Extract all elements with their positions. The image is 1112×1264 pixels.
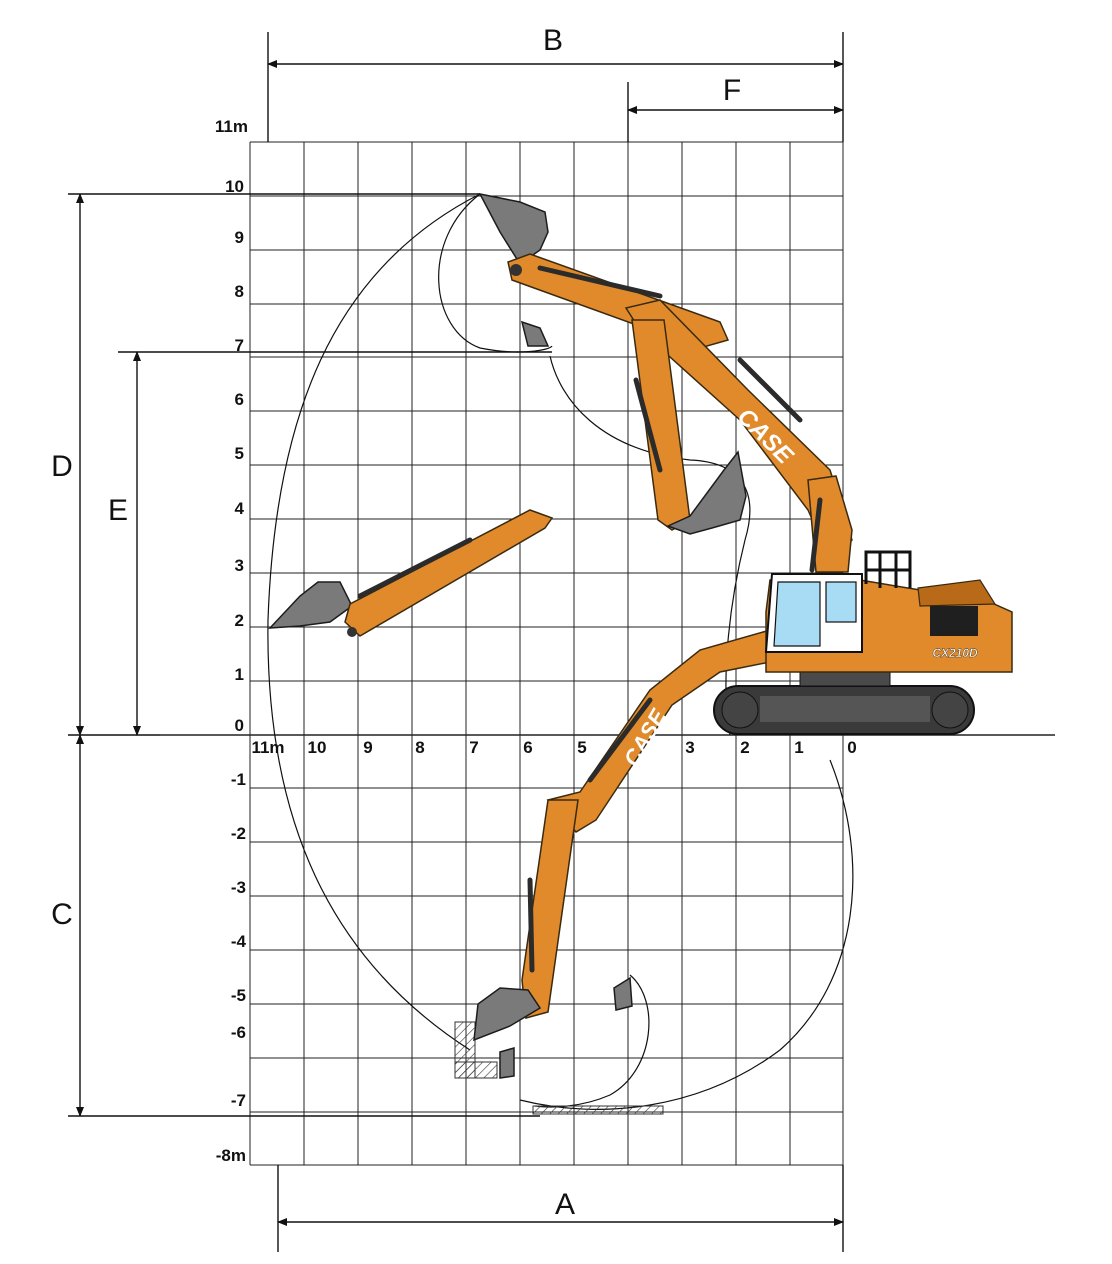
cylinder-low-1 [587,697,653,783]
x-tick-label: 8 [415,738,424,757]
stick-low [521,799,579,1019]
y-tick-label: 8 [235,282,244,301]
outer-envelope-curve [267,193,481,1051]
y-tick-label: -5 [231,986,246,1005]
bucket-high [478,192,549,266]
cylinder-low-2 [527,877,535,973]
cylinder-high-2 [737,357,803,423]
dimension-c-label: C [51,898,73,931]
handrail [864,550,912,588]
x-tick-label: 2 [740,738,749,757]
y-tick-bottom: -8m [216,1146,246,1165]
x-tick-label: 10 [308,738,327,757]
y-tick-label: 6 [235,390,244,409]
y-tick-label: -6 [231,1023,246,1042]
mid-reach-arm [520,319,747,535]
cylinder-mid [633,377,663,473]
y-tick-label: -4 [231,932,247,951]
bucket-mid [666,450,747,535]
inner-top-curve [438,193,553,353]
y-tick-top: 11m [215,117,248,136]
x-tick-label: 5 [577,738,586,757]
y-tick-label: 9 [235,228,244,247]
y-axis: 11m 10 9 8 7 6 5 4 3 2 1 0 -1 -2 -3 -4 -… [215,117,248,1165]
x-axis: 11m 10 9 8 7 6 5 4 3 2 1 0 [251,738,856,757]
bucket-small-wall [499,1047,515,1079]
bucket-low [473,987,542,1042]
y-tick-label: 5 [235,444,244,463]
x-tick-label: 0 [847,738,856,757]
dimension-f-label: F [723,74,741,107]
bucket-small-top [520,320,550,347]
bucket-small-low [613,976,633,1011]
y-tick-label: 3 [235,556,244,575]
x-tick-label: 11m [251,738,284,757]
high-reach-arm: CASE [478,192,853,562]
dimension-b-label: B [543,24,563,57]
y-tick-label: 0 [235,716,244,735]
bucket-far [268,581,353,629]
excavator-body: CX210D [713,475,1013,735]
y-tick-label: 10 [225,177,244,196]
engine-hood [917,579,997,607]
wall-base-hatch [454,1061,498,1079]
cab-window [773,581,821,647]
max-depth-level-hatch [532,1105,664,1115]
track-inner [760,696,930,722]
dimension-a-label: A [555,1188,575,1221]
stick-far [344,509,554,637]
y-tick-label: 7 [235,336,244,355]
model-badge [922,644,988,660]
pin-far [347,627,357,637]
dimension-d-label: D [51,450,73,483]
y-tick-label: -1 [231,770,246,789]
x-tick-label: 6 [523,738,532,757]
cylinder-high-1 [537,265,663,299]
boom-lift-cylinder [809,497,823,573]
x-tick-label: 7 [469,738,478,757]
y-tick-label: -3 [231,878,246,897]
dimension-e-label: E [108,494,128,527]
y-tick-label: -7 [231,1091,246,1110]
engine-grille [930,606,978,636]
far-reach-arm [268,509,554,637]
y-tick-label: 1 [235,665,244,684]
dimension-lines [68,32,844,1252]
y-tick-label: -2 [231,824,246,843]
x-tick-label: 3 [685,738,694,757]
model-label: CX210D [932,646,978,660]
x-tick-label: 9 [363,738,372,757]
track-idler-left [721,691,759,729]
dimension-labels: B F D E C A [51,24,741,1221]
track-sprocket-right [931,691,969,729]
y-tick-label: 4 [235,499,245,518]
x-tick-label: 1 [794,738,803,757]
y-tick-label: 2 [235,611,244,630]
pin-high [510,264,522,276]
cab-side-window [825,581,857,623]
cylinder-far [357,537,473,599]
